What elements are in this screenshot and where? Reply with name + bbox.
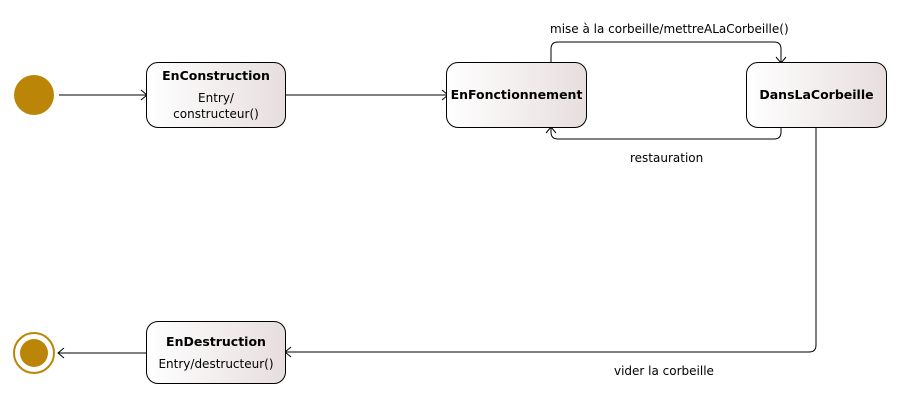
- state-activity: Entry/: [198, 91, 234, 105]
- state-activity: constructeur(): [173, 107, 259, 121]
- transition-restauration: [550, 128, 782, 140]
- arrowhead-icon: [57, 347, 65, 359]
- final-pseudostate: [13, 332, 55, 374]
- state-dans-la-corbeille: DansLaCorbeille: [746, 62, 887, 128]
- transition-label-restauration: restauration: [630, 151, 704, 165]
- state-name: EnDestruction: [166, 333, 266, 349]
- state-activity: Entry/destructeur(): [158, 356, 274, 371]
- state-name: DansLaCorbeille: [759, 87, 874, 102]
- state-en-construction: EnConstruction Entry/ constructeur(): [146, 62, 286, 128]
- state-name: EnConstruction: [162, 68, 270, 83]
- transition-fonctionnement-corbeille: [550, 41, 782, 62]
- initial-pseudostate: [14, 75, 54, 115]
- state-en-fonctionnement: EnFonctionnement: [446, 62, 587, 128]
- transition-vider: [286, 128, 817, 353]
- state-en-destruction: EnDestruction Entry/destructeur(): [146, 321, 286, 384]
- transition-label-vider: vider la corbeille: [614, 364, 714, 378]
- transition-label-to-corbeille: mise à la corbeille/mettreALaCorbeille(): [550, 22, 789, 36]
- state-name: EnFonctionnement: [450, 87, 583, 102]
